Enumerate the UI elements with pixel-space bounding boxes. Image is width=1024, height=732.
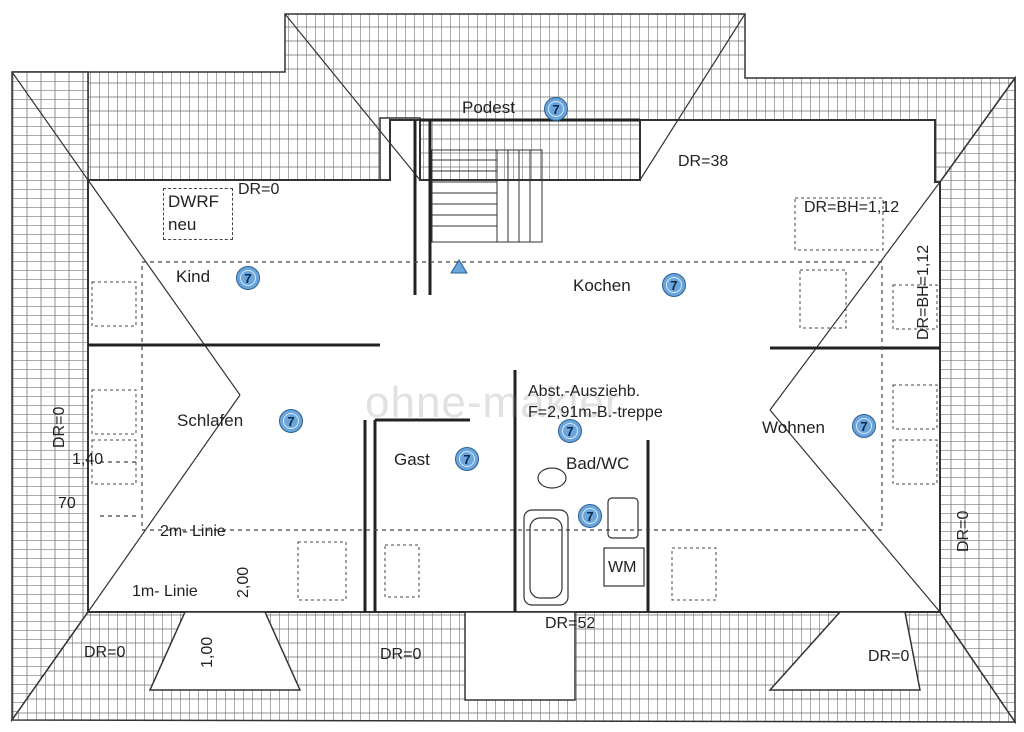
room-label-kind: Kind — [176, 267, 211, 286]
dr0-bottom-left-label: DR=0 — [84, 644, 126, 661]
abst-line1: Abst.-Ausziehb. — [528, 383, 641, 400]
dr0-right-label: DR=0 — [955, 510, 972, 552]
dwrf-label: DWRF neu — [163, 188, 233, 240]
bathroom-fixtures — [523, 467, 645, 606]
room-badge-kind: 7 — [236, 266, 260, 290]
room-label-schlafen: Schlafen — [177, 411, 244, 430]
wm-label: WM — [608, 559, 637, 576]
abst-line2: F=2,91m-B.-treppe — [528, 403, 663, 421]
dr52-label: DR=52 — [545, 615, 596, 632]
dr0-top-label: DR=0 — [238, 181, 280, 198]
roof-hatching — [10, 13, 1017, 725]
room-badge-schlafen: 7 — [279, 409, 303, 433]
room-badge-wohnen: 7 — [852, 414, 876, 438]
room-badge-gast: 7 — [455, 447, 479, 471]
dwrf-line1: DWRF — [168, 192, 219, 211]
walls — [88, 118, 940, 612]
room-label-podest: Podest — [462, 98, 515, 117]
abst-label: Abst.-Ausziehb. F=2,91m-B.-treppe — [528, 382, 663, 424]
dwrf-line2: neu — [168, 214, 197, 234]
drbh-vertical-label: DR=BH=1,12 — [915, 244, 932, 340]
dim-100-label: 1,00 — [199, 636, 216, 668]
dim-70-label: 70 — [58, 495, 76, 512]
room-badge-kochen: 7 — [662, 273, 686, 297]
dim-140-label: 1,40 — [72, 451, 104, 468]
room-badge-abst: 7 — [558, 419, 582, 443]
height-lines — [100, 261, 883, 531]
line-1m-label: 1m- Linie — [132, 583, 198, 600]
dr0-bottom-center-label: DR=0 — [380, 646, 422, 663]
dr0-left-label: DR=0 — [51, 406, 68, 448]
dim-200-label: 2,00 — [235, 566, 252, 598]
room-label-kochen: Kochen — [573, 276, 631, 295]
ridge-lines — [11, 13, 1016, 613]
roof-windows — [91, 197, 938, 601]
dr38-label: DR=38 — [678, 153, 729, 170]
room-label-wohnen: Wohnen — [762, 418, 826, 437]
room-label-gast: Gast — [394, 450, 430, 469]
watermark: ohne-makler — [365, 378, 621, 427]
floor-interior — [87, 119, 941, 701]
staircase — [431, 149, 543, 274]
room-label-bad: Bad/WC — [566, 454, 630, 473]
dr0-bottom-right-label: DR=0 — [868, 648, 910, 665]
room-badge-podest: 7 — [544, 97, 568, 121]
drbh-horizontal-label: DR=BH=1,12 — [804, 199, 900, 216]
line-2m-label: 2m- Linie — [160, 523, 226, 540]
room-badge-bad: 7 — [578, 504, 602, 528]
